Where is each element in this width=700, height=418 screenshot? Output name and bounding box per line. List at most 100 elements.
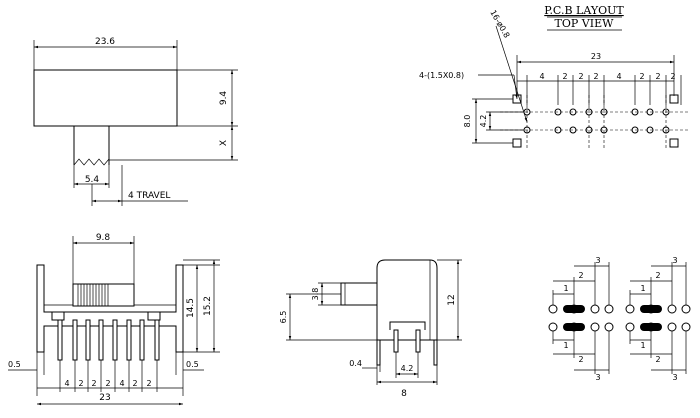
pcb-hole <box>554 108 562 116</box>
pcb-hole <box>646 126 654 134</box>
pcb-hole <box>569 108 577 116</box>
pcb-slot <box>669 138 679 148</box>
dim-actuator-offset-side: 6.5 <box>279 311 288 324</box>
pcb-pitch: 2 <box>578 72 583 81</box>
switch-schematic: 3 2 1 3 2 1 1 2 3 1 2 3 <box>548 256 691 382</box>
pcb-subtitle: TOP VIEW <box>555 17 615 30</box>
pcb-hole <box>662 108 670 116</box>
side-view: 3.8 6.5 12 0.4 4.2 8 <box>279 259 462 399</box>
schematic-lower-dims: 1 2 3 1 2 3 <box>552 331 687 382</box>
terminal <box>667 304 677 314</box>
top-view: 23.6 9.4 X 5.4 4 TRAVEL <box>33 37 238 206</box>
pcb-overall-width: 23 <box>591 52 601 61</box>
terminal <box>625 322 635 332</box>
slider-contact <box>563 305 585 313</box>
pin <box>139 319 145 361</box>
pcb-row-pitch: 4.2 <box>479 115 488 128</box>
schematic-label: 1 <box>640 284 645 293</box>
terminal <box>590 322 600 332</box>
side-pin <box>393 329 399 353</box>
knob-grip <box>77 284 109 306</box>
pin <box>147 311 161 321</box>
schematic-label: 2 <box>578 355 583 364</box>
pcb-pitch: 2 <box>593 72 598 81</box>
schematic-label: 2 <box>655 271 660 280</box>
pcb-holes <box>523 108 670 134</box>
pcb-hole <box>631 108 639 116</box>
pin <box>154 319 160 361</box>
side-housing <box>376 259 438 341</box>
pcb-slot <box>512 138 522 148</box>
side-actuator <box>340 282 378 306</box>
pcb-slots <box>512 94 679 148</box>
front-pitch: 4 <box>119 379 124 388</box>
pcb-pitch: 4 <box>539 72 544 81</box>
pin <box>72 319 78 361</box>
pin <box>85 319 91 361</box>
pcb-hole <box>569 126 577 134</box>
pcb-hole <box>600 108 608 116</box>
dim-knob-width: 9.8 <box>96 233 111 243</box>
dim-travel: 4 TRAVEL <box>128 191 170 201</box>
terminal <box>604 322 614 332</box>
dim-side-height: 12 <box>447 294 457 305</box>
side-bracket <box>389 321 426 330</box>
schematic-label: 3 <box>672 373 677 382</box>
dim-side-width: 8 <box>401 389 407 399</box>
schematic-label: 2 <box>578 271 583 280</box>
pcb-row-span: 8.0 <box>463 115 472 128</box>
terminal <box>625 304 635 314</box>
dim-total-height: 15.2 <box>203 296 213 316</box>
side-leg-right <box>433 340 438 366</box>
slider-contact <box>563 323 585 331</box>
pin <box>98 319 104 361</box>
front-view: 9.8 14.5 15.2 0.5 0.5 4 2 2 2 4 2 2 <box>8 233 220 406</box>
schematic-label: 3 <box>672 256 677 265</box>
terminal <box>681 322 691 332</box>
switch-body-top <box>33 69 178 127</box>
pin <box>51 311 65 321</box>
schematic-label: 1 <box>640 341 645 350</box>
schematic-label: 2 <box>655 355 660 364</box>
dim-width-top: 23.6 <box>95 37 115 47</box>
pcb-title: P.C.B LAYOUT <box>544 4 624 17</box>
pcb-pitch: 2 <box>655 72 660 81</box>
dim-front-width: 23 <box>99 393 110 403</box>
terminal <box>548 322 558 332</box>
front-pins <box>51 311 161 361</box>
pcb-hole <box>600 126 608 134</box>
slider-contact <box>640 323 662 331</box>
pin <box>112 319 118 361</box>
terminal <box>548 304 558 314</box>
schematic-upper-dims: 3 2 1 3 2 1 <box>552 256 687 305</box>
pcb-pitch: 2 <box>562 72 567 81</box>
dim-lead-spacing: 4.2 <box>401 364 414 373</box>
front-pitch: 2 <box>146 379 151 388</box>
dim-actuator-offset: X <box>219 140 229 146</box>
dim-body-height: 14.5 <box>186 298 196 318</box>
dim-lead-left: 0.5 <box>8 360 21 369</box>
front-pitch: 2 <box>91 379 96 388</box>
dim-height-top: 9.4 <box>219 91 229 106</box>
pcb-pitch: 4 <box>616 72 621 81</box>
front-pitch: 2 <box>132 379 137 388</box>
pcb-pitch: 2 <box>670 72 675 81</box>
pin <box>126 319 132 361</box>
slider-knob <box>72 283 135 307</box>
dim-lead-right: 0.5 <box>186 360 199 369</box>
terminal <box>604 304 614 314</box>
actuator-break-line <box>73 158 110 166</box>
pcb-hole <box>554 126 562 134</box>
schematic-label: 3 <box>595 373 600 382</box>
side-leg-left <box>376 340 381 366</box>
front-pitch: 2 <box>105 379 110 388</box>
pcb-hole <box>585 126 593 134</box>
dim-actuator-width: 5.4 <box>85 175 100 185</box>
schematic-label: 3 <box>595 256 600 265</box>
pcb-hole <box>662 126 670 134</box>
pcb-layout: P.C.B LAYOUT TOP VIEW 16-ø0.8 4-(1.5X0.8… <box>419 4 690 150</box>
front-pitch: 4 <box>64 379 69 388</box>
terminal <box>667 322 677 332</box>
side-pin <box>415 329 421 353</box>
